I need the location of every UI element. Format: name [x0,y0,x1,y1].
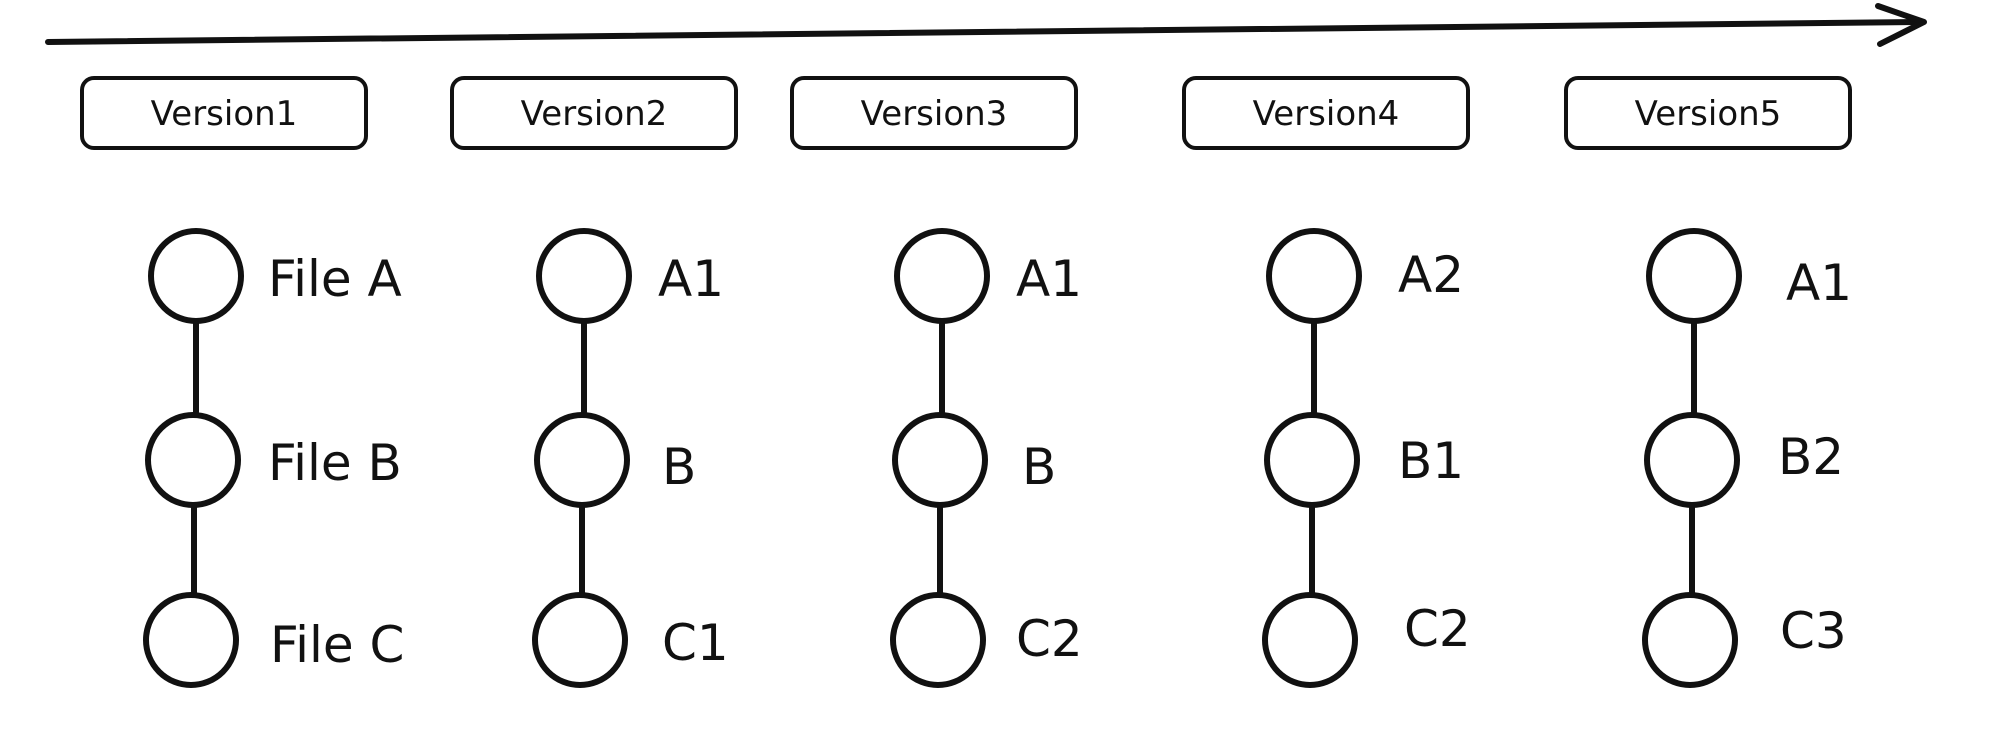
file-node [1642,592,1738,688]
file-label: B [1022,438,1056,496]
file-node [1262,592,1358,688]
version-column-3: Version3 A1 B C2 [790,76,1083,688]
file-node [890,592,986,688]
file-node [536,228,632,324]
file-label: File C [270,616,404,674]
file-node [145,412,241,508]
file-label: C1 [662,614,729,672]
version-label: Version3 [861,94,1008,134]
version-column-1: Version1 File A File B File C [80,76,404,688]
file-label: C2 [1016,610,1083,668]
file-label: A1 [658,250,724,308]
version-label: Version5 [1635,94,1782,134]
file-label: A1 [1786,254,1852,312]
timeline-arrow [45,3,1927,47]
file-label: C3 [1780,602,1847,660]
file-node [1646,228,1742,324]
version-column-5: Version5 A1 B2 C3 [1564,76,1852,688]
version-label-box [1564,76,1852,150]
file-label: File A [268,250,402,308]
version-label-box [1182,76,1470,150]
file-node [894,228,990,324]
file-node [1264,412,1360,508]
version-column-4: Version4 A2 B1 C2 [1182,76,1471,688]
version-label: Version4 [1253,94,1400,134]
version-label-box [790,76,1078,150]
file-label: B2 [1778,428,1844,486]
file-node [1266,228,1362,324]
file-node [532,592,628,688]
file-label: B1 [1398,432,1464,490]
file-node [534,412,630,508]
file-label: File B [268,434,402,492]
version-column-2: Version2 A1 B C1 [450,76,738,688]
timeline-arrow-shaft [45,19,1923,45]
file-label: A1 [1016,250,1082,308]
file-node [892,412,988,508]
file-label: A2 [1398,246,1464,304]
timeline-arrow-head [1875,3,1927,47]
file-node [1644,412,1740,508]
version-label-box [450,76,738,150]
file-label: B [662,438,696,496]
version-label-box [80,76,368,150]
file-node [143,592,239,688]
file-label: C2 [1404,600,1471,658]
version-label: Version2 [521,94,668,134]
file-node [148,228,244,324]
version-label: Version1 [151,94,298,134]
